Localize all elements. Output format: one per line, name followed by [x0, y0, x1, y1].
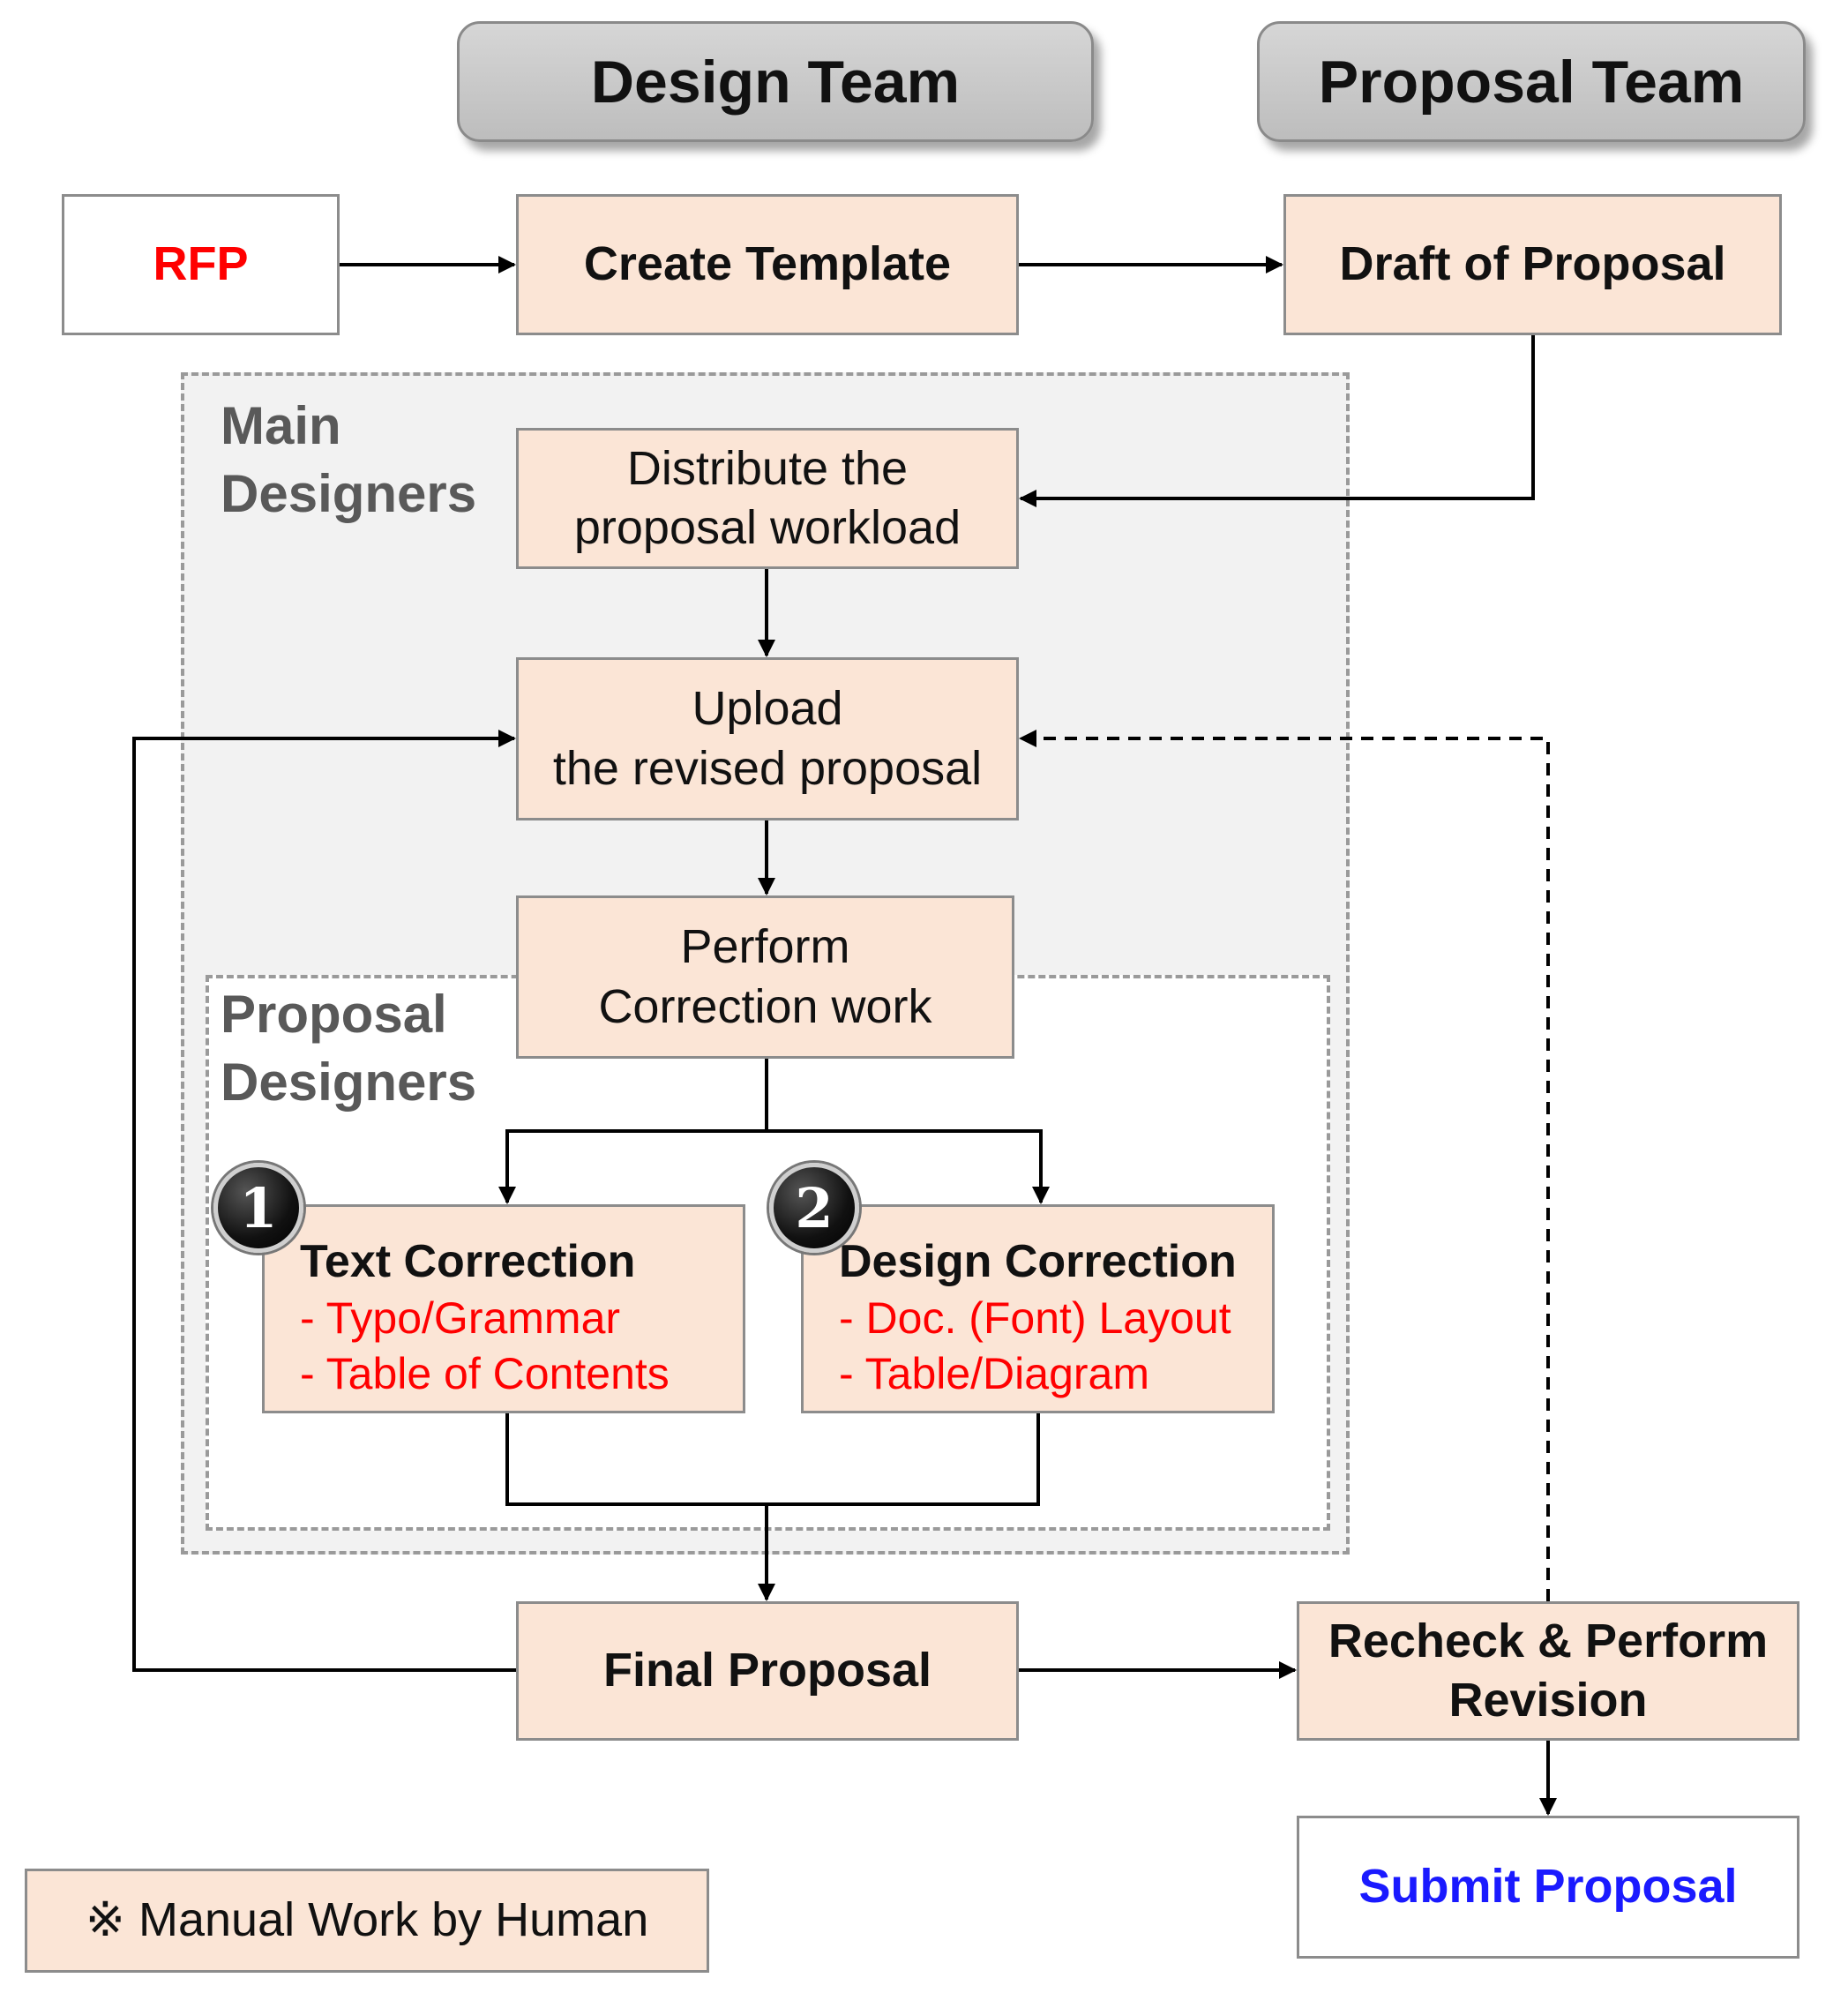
- create-template-label: Create Template: [583, 237, 952, 291]
- arrow-split-to-design: [767, 1129, 1050, 1204]
- arrow-recheck-to-upload-dashed: [1019, 730, 1550, 1601]
- perform-correction-line-2: Correction work: [598, 979, 932, 1033]
- upload-line-1: Upload: [692, 682, 843, 735]
- main-designers-label: Main Designers: [221, 396, 477, 523]
- perform-correction-node: Perform Correction work: [516, 895, 1014, 1059]
- text-correction-title: Text Correction: [300, 1236, 636, 1287]
- design-correction-title: Design Correction: [839, 1236, 1237, 1287]
- rfp-label: RFP: [153, 237, 249, 291]
- upload-revised-node: Upload the revised proposal: [516, 657, 1019, 820]
- step-1-badge: 1: [213, 1163, 303, 1253]
- line-text-merge: [505, 1413, 1040, 1506]
- recheck-line-2: Revision: [1448, 1674, 1648, 1727]
- design-team-header: Design Team: [457, 21, 1094, 142]
- recheck-line-1: Recheck & Perform: [1328, 1614, 1769, 1667]
- distribute-workload-node: Distribute the proposal workload: [516, 428, 1019, 569]
- submit-proposal-node: Submit Proposal: [1297, 1816, 1799, 1959]
- perform-correction-line-1: Perform: [680, 920, 850, 973]
- design-correction-item: - Doc. (Font) Layout: [839, 1293, 1231, 1343]
- draft-of-proposal-label: Draft of Proposal: [1339, 237, 1726, 291]
- proposal-team-header: Proposal Team: [1257, 21, 1806, 142]
- step-2-badge: 2: [769, 1163, 859, 1253]
- submit-proposal-label: Submit Proposal: [1358, 1860, 1738, 1914]
- final-proposal-node: Final Proposal: [516, 1601, 1019, 1741]
- legend-label: ※ Manual Work by Human: [85, 1893, 649, 1947]
- arrow-final-loop-to-upload: [132, 730, 516, 1672]
- rfp-node: RFP: [62, 194, 340, 335]
- design-correction-item: - Table/Diagram: [839, 1348, 1150, 1398]
- final-proposal-label: Final Proposal: [602, 1644, 932, 1697]
- text-correction-node: Text Correction - Typo/Grammar - Table o…: [262, 1204, 745, 1413]
- create-template-node: Create Template: [516, 194, 1019, 335]
- arrow-draft-to-distribute: [1019, 335, 1535, 507]
- distribute-line-2: proposal workload: [573, 501, 961, 554]
- distribute-line-1: Distribute the: [626, 441, 909, 495]
- proposal-designers-label: Proposal Designers: [221, 985, 477, 1112]
- upload-line-2: the revised proposal: [552, 741, 983, 795]
- text-correction-item: - Typo/Grammar: [300, 1293, 621, 1343]
- design-correction-node: Design Correction - Doc. (Font) Layout -…: [801, 1204, 1275, 1413]
- draft-of-proposal-node: Draft of Proposal: [1283, 194, 1782, 335]
- text-correction-item: - Table of Contents: [300, 1348, 670, 1398]
- recheck-revision-node: Recheck & Perform Revision: [1297, 1601, 1799, 1741]
- legend-box: ※ Manual Work by Human: [25, 1869, 709, 1973]
- arrow-split-to-text: [498, 1129, 767, 1204]
